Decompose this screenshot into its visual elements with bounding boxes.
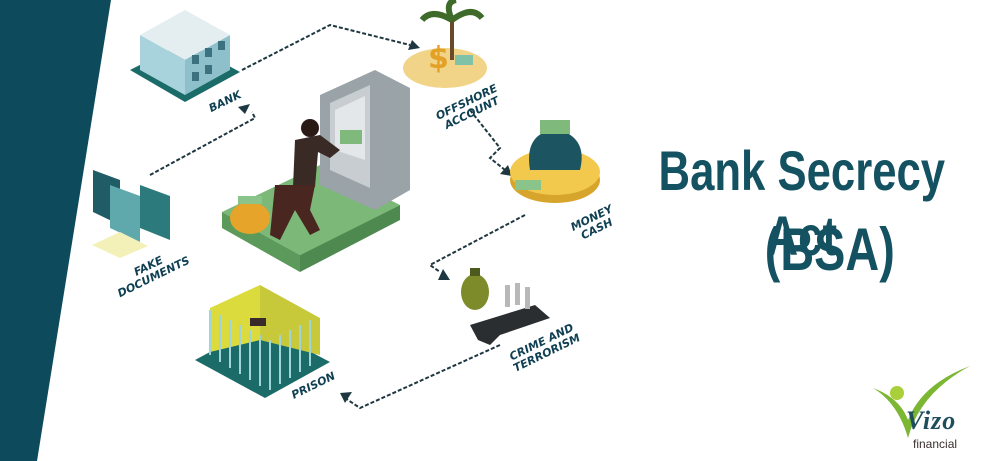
flow-arrows	[149, 23, 526, 410]
offshore-island: $	[403, 0, 487, 88]
svg-text:$: $	[428, 41, 449, 76]
vizo-logo-mark	[873, 366, 970, 438]
fake-documents	[92, 170, 170, 258]
money-bag-coins	[510, 120, 600, 203]
thief-at-safe	[222, 70, 410, 272]
prison-cell	[195, 285, 330, 398]
bank-building	[130, 10, 240, 102]
logo-subtitle: financial	[913, 437, 958, 451]
arrow-heads	[238, 40, 512, 403]
title-line1: Bank Secrecy Act	[658, 139, 946, 267]
logo-name: Vizo	[906, 406, 957, 435]
title-line2: (BSA)	[764, 216, 895, 283]
teal-side-band	[0, 0, 111, 461]
grenade-and-gun	[461, 268, 550, 345]
